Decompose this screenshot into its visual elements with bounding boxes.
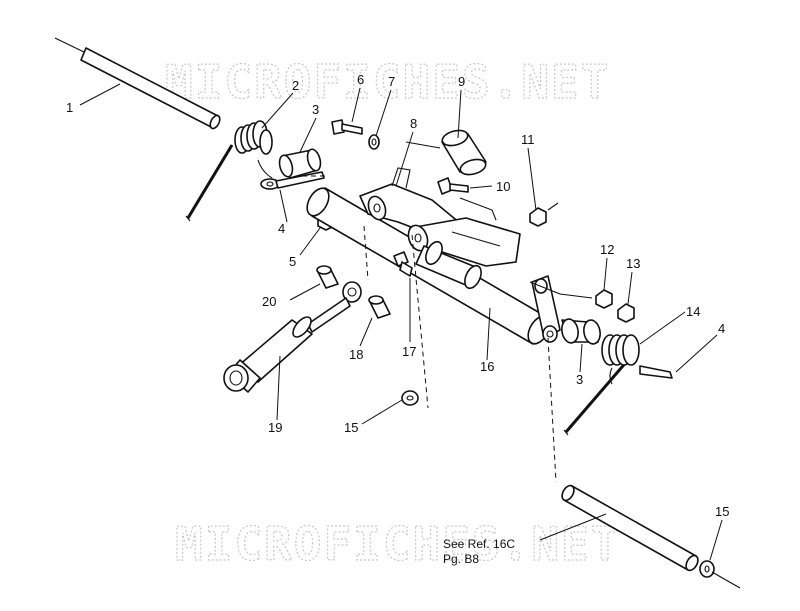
callout-16: 16 bbox=[480, 359, 494, 374]
callout-14: 14 bbox=[686, 304, 700, 319]
shock-part-19 bbox=[223, 281, 362, 393]
callout-10: 10 bbox=[496, 179, 510, 194]
callout-3-right: 3 bbox=[576, 372, 583, 387]
bracket-part-8 bbox=[359, 167, 521, 267]
bushing-part-18 bbox=[368, 295, 391, 319]
callout-labels: 1 2 3 4 5 6 7 8 9 10 11 12 13 14 4 16 3 … bbox=[66, 72, 729, 519]
callout-15-center: 15 bbox=[344, 420, 358, 435]
washer-part-7 bbox=[368, 134, 380, 150]
callout-3-left: 3 bbox=[312, 102, 319, 117]
nut-part-12 bbox=[595, 289, 613, 309]
callout-20: 20 bbox=[262, 294, 276, 309]
rod-part-1 bbox=[54, 37, 221, 130]
rod-lower-right bbox=[561, 484, 741, 589]
lower-tube bbox=[415, 240, 482, 290]
callout-5: 5 bbox=[289, 254, 296, 269]
bushing-part-3-left bbox=[278, 148, 322, 179]
callout-11: 11 bbox=[521, 132, 535, 147]
note-line-2: Pg. B8 bbox=[443, 552, 479, 566]
reference-note: See Ref. 16C Pg. B8 bbox=[443, 537, 515, 566]
washer-part-15-center bbox=[401, 390, 419, 406]
callout-1: 1 bbox=[66, 100, 73, 115]
watermark-top: MICROFICHES.NET bbox=[165, 55, 610, 109]
callout-7: 7 bbox=[388, 74, 395, 89]
callout-4-right: 4 bbox=[718, 321, 725, 336]
note-line-1: See Ref. 16C bbox=[443, 537, 515, 551]
callout-9: 9 bbox=[458, 74, 465, 89]
arm-part-4-right bbox=[639, 365, 673, 379]
callout-15-right: 15 bbox=[715, 504, 729, 519]
washer-part-15-right bbox=[699, 560, 715, 578]
watermark-bottom: MICROFICHES.NET bbox=[175, 517, 620, 571]
bolt-part-10 bbox=[437, 177, 469, 195]
callout-17: 17 bbox=[402, 344, 416, 359]
callout-2: 2 bbox=[292, 78, 299, 93]
bushing-part-9 bbox=[441, 129, 487, 176]
spring-part-14 bbox=[563, 334, 640, 436]
assembly-lines bbox=[300, 141, 593, 483]
bolt-part-17 bbox=[393, 251, 413, 277]
callout-4-left: 4 bbox=[278, 221, 285, 236]
callout-12: 12 bbox=[600, 242, 614, 257]
spring-part-2 bbox=[185, 120, 273, 222]
callout-6: 6 bbox=[357, 72, 364, 87]
callout-18: 18 bbox=[349, 347, 363, 362]
nut-part-11 bbox=[529, 202, 559, 227]
callout-13: 13 bbox=[626, 256, 640, 271]
bolt-part-6 bbox=[331, 119, 363, 135]
callout-19: 19 bbox=[268, 420, 282, 435]
bushing-part-20 bbox=[316, 265, 339, 289]
callout-8: 8 bbox=[410, 116, 417, 131]
leader-lines bbox=[79, 83, 723, 561]
bushing-part-3-right bbox=[561, 318, 601, 345]
nut-part-13 bbox=[617, 303, 635, 323]
